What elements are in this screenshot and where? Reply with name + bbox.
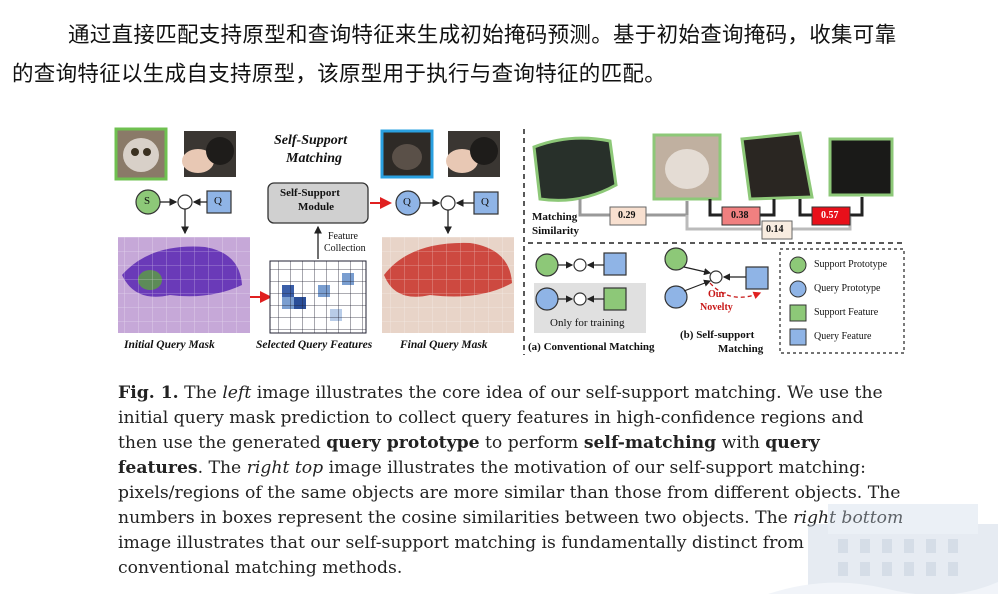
sim-value-4: 0.14 <box>766 224 784 235</box>
initial-query-mask-image <box>118 237 250 333</box>
legend-support-prototype: Support Prototype <box>814 259 888 270</box>
chinese-text-line-2: 的查询特征以生成自支持原型，该原型用于执行与查询特征的匹配。 <box>12 62 667 87</box>
selected-query-features-label: Selected Query Features <box>256 339 373 351</box>
caption-bold-self-matching: self-matching <box>583 433 717 453</box>
caption-bold-query-features: query features <box>118 433 820 478</box>
our-novelty-label-2: Novelty <box>700 302 733 313</box>
chinese-text-line-1: 通过直接匹配支持原型和查询特征来生成初始掩码预测。基于初始查询掩码，收集可靠 <box>68 23 897 48</box>
query-photo-right <box>446 131 500 177</box>
sim-value-2: 0.38 <box>731 210 749 221</box>
query-cat-photo <box>380 129 434 179</box>
final-query-mask-label: Final Query Mask <box>400 339 488 351</box>
similarity-photo-3 <box>740 131 814 201</box>
caption-fig-label: Fig. 1. <box>118 383 179 403</box>
feature-collection-label-2: Collection <box>324 243 366 254</box>
legend-query-prototype: Query Prototype <box>814 283 881 294</box>
selected-query-features-grid <box>269 260 367 334</box>
similarity-photo-1 <box>532 136 618 202</box>
figure-graphics <box>114 127 906 355</box>
query-photo-left <box>182 131 236 177</box>
self-support-matching-label-1: (b) Self-support <box>680 329 755 341</box>
q-label-2: Q <box>403 196 411 208</box>
university-watermark-image <box>768 504 998 594</box>
feature-collection-label-1: Feature <box>328 231 358 242</box>
caption-text: image illustrates the motivation of our … <box>118 458 901 528</box>
matching-similarity-label-2: Similarity <box>532 225 580 237</box>
self-support-title-1: Self-Support <box>274 133 348 148</box>
module-label-2: Module <box>298 201 335 213</box>
s-label: S <box>144 195 151 207</box>
conventional-matching-label: (a) Conventional Matching <box>528 341 655 353</box>
caption-emph-right-top: right top <box>246 458 324 478</box>
our-novelty-label-1: Our <box>708 289 726 300</box>
final-query-mask-image <box>382 237 514 333</box>
figure-1: Self-Support Matching Self-Support Modul… <box>110 125 910 360</box>
self-support-title-2: Matching <box>286 151 343 166</box>
legend-query-feature: Query Feature <box>814 331 872 342</box>
legend-support-feature: Support Feature <box>814 307 879 318</box>
caption-text: to perform <box>479 433 584 453</box>
support-cat-photo <box>114 127 168 181</box>
caption-bold-query-prototype: query prototype <box>326 433 480 453</box>
caption-text: The <box>178 383 223 403</box>
caption-emph-right-bottom: right bottom <box>793 508 903 528</box>
module-label-1: Self-Support <box>280 187 340 199</box>
caption-text: . The <box>197 458 247 478</box>
q-label-3: Q <box>481 196 489 208</box>
initial-query-mask-label: Initial Query Mask <box>124 339 215 351</box>
matching-similarity-label-1: Matching <box>532 211 578 223</box>
caption-text: image illustrates the core idea of our s… <box>118 383 883 453</box>
caption-text: with <box>716 433 766 453</box>
q-label: Q <box>214 195 222 207</box>
only-for-training-label: Only for training <box>550 317 625 329</box>
figure-caption: Fig. 1. The left image illustrates the c… <box>118 381 904 581</box>
similarity-photo-2 <box>652 133 722 201</box>
self-support-matching-label-2: Matching <box>718 343 764 355</box>
sim-value-1: 0.29 <box>618 210 636 221</box>
caption-emph-left: left <box>222 383 252 403</box>
caption-text: image illustrates that our self-support … <box>118 533 804 578</box>
similarity-photo-4 <box>828 137 894 197</box>
sim-value-3: 0.57 <box>821 210 839 221</box>
